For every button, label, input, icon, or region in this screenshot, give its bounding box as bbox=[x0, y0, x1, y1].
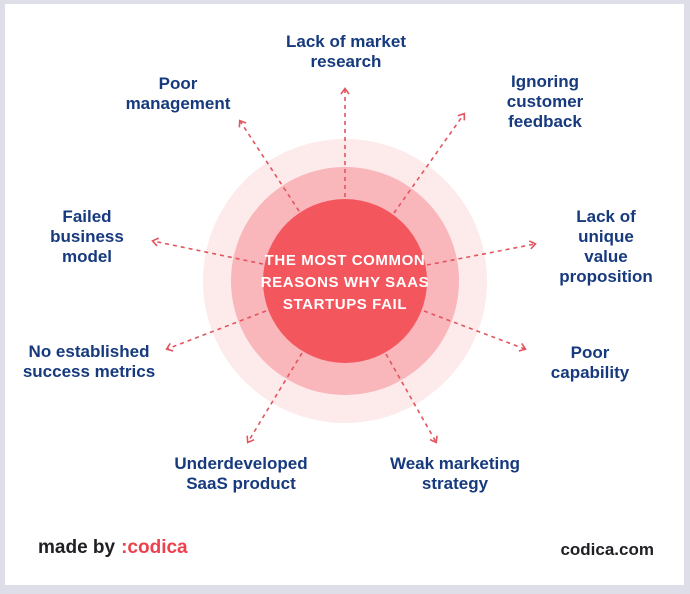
reason-poor-capability: Poor capability bbox=[550, 343, 630, 382]
reason-lack-of-unique-value-proposition: Lack of unique value proposition bbox=[559, 207, 653, 286]
reason-lack-of-market-research: Lack of market research bbox=[286, 32, 406, 71]
diagram-stage: THE MOST COMMON REASONS WHY SAAS STARTUP… bbox=[5, 4, 684, 585]
reason-ignoring-customer-feedback: Ignoring customer feedback bbox=[506, 72, 584, 131]
reason-weak-marketing-strategy: Weak marketing strategy bbox=[389, 454, 521, 493]
made-by-label: made by bbox=[38, 537, 116, 558]
reason-no-established-success-metrics: No established success metrics bbox=[22, 342, 156, 381]
reason-poor-management: Poor management bbox=[125, 74, 231, 113]
center-circle-title: THE MOST COMMON REASONS WHY SAAS STARTUP… bbox=[260, 252, 430, 313]
made-by-credit: made by:codica bbox=[38, 537, 188, 559]
reason-failed-business-model: Failed business model bbox=[50, 207, 124, 266]
center-circle bbox=[263, 199, 427, 363]
website-url: codica.com bbox=[560, 540, 654, 559]
codica-logo: :codica bbox=[121, 537, 188, 558]
infographic-canvas: THE MOST COMMON REASONS WHY SAAS STARTUP… bbox=[5, 4, 684, 585]
reason-underdeveloped-saas-product: Underdeveloped SaaS product bbox=[174, 454, 308, 493]
